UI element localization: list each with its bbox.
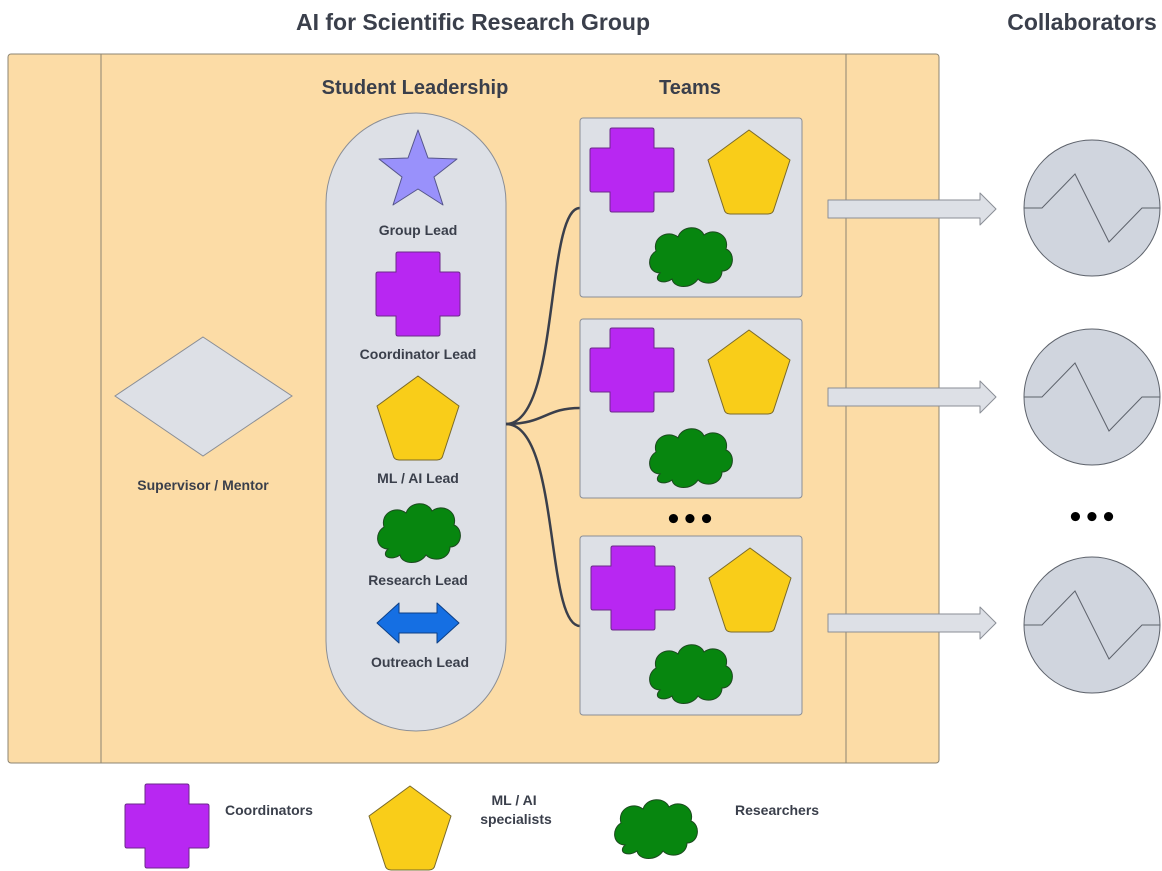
teams-title: Teams — [659, 77, 721, 99]
cloud-icon — [649, 227, 733, 287]
cloud-icon — [614, 799, 698, 859]
legend-label-mlai: ML / AI specialists — [480, 792, 552, 827]
leadership-title: Student Leadership — [322, 77, 509, 99]
group-title: AI for Scientific Research Group — [296, 9, 650, 35]
double-arrow-icon — [376, 602, 460, 644]
team-box — [579, 535, 803, 716]
leadership-capsule: Group Lead Coordinator Lead ML / AI Lead… — [325, 112, 507, 732]
team-box — [579, 318, 803, 499]
teams-ellipsis: ••• — [665, 505, 715, 535]
cloud-icon — [377, 503, 461, 563]
supervisor-node: Supervisor / Mentor — [114, 336, 293, 493]
right-arrow-icon — [827, 380, 997, 414]
role-label-outreach: Outreach Lead — [371, 654, 469, 670]
collaborators-ellipsis: ••• — [1067, 503, 1117, 533]
pentagon-icon — [368, 785, 452, 871]
legend-label-coordinators: Coordinators — [225, 802, 313, 818]
legend: Coordinators ML / AI specialists Researc… — [124, 783, 819, 871]
star-icon — [378, 129, 458, 206]
team-box — [579, 117, 803, 298]
right-arrow-icon — [827, 192, 997, 226]
role-label-mlai: ML / AI Lead — [377, 470, 459, 486]
supervisor-label: Supervisor / Mentor — [137, 477, 269, 493]
collaborators-title: Collaborators — [1007, 9, 1157, 35]
collaborator-node — [1023, 328, 1161, 466]
right-arrow-icon — [827, 606, 997, 640]
diamond-icon — [114, 336, 293, 457]
collaborator-node — [1023, 556, 1161, 694]
role-label-research: Research Lead — [368, 572, 468, 588]
cloud-icon — [649, 428, 733, 488]
legend-label-researchers: Researchers — [735, 802, 819, 818]
role-label-coordinator: Coordinator Lead — [360, 346, 477, 362]
collaborator-arrows — [827, 192, 997, 640]
cross-icon — [124, 783, 210, 869]
team-connectors — [505, 206, 581, 628]
cloud-icon — [649, 644, 733, 704]
collaborator-node — [1023, 139, 1161, 277]
role-label-group: Group Lead — [379, 222, 458, 238]
